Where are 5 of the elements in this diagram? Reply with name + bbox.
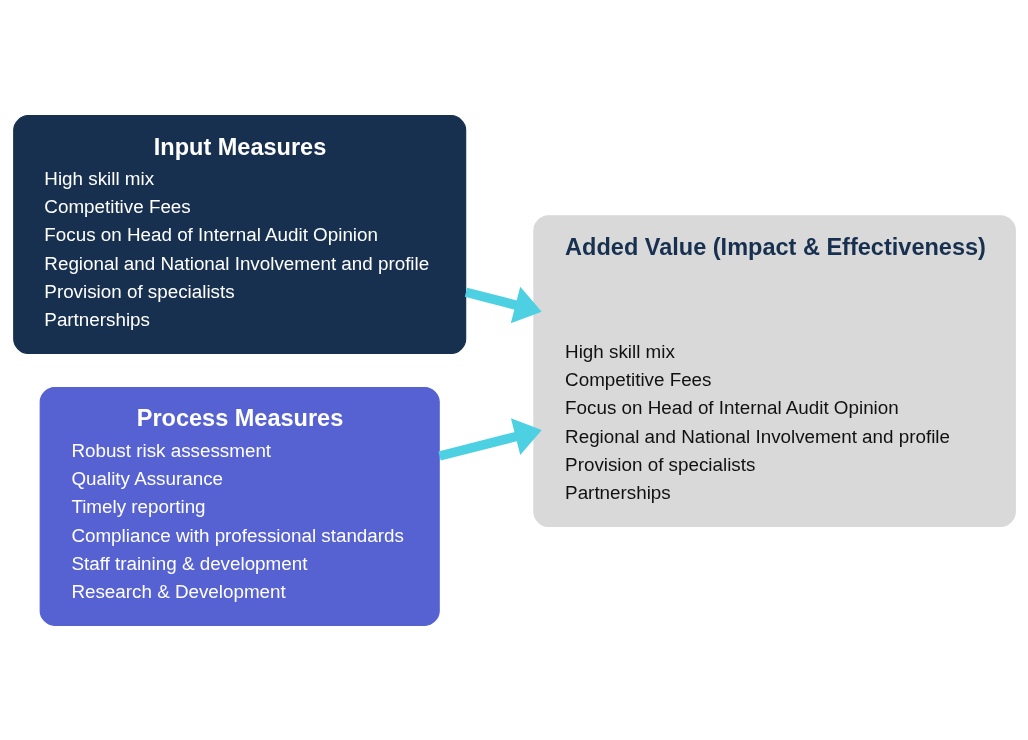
node-box: Process Measures Robust risk assessment Quality Assurance Timely reporting Compliance with professional standards Staff training & development Research & Development xyxy=(39,386,440,626)
node-box: Added Value (Impact & Effectiveness) High skill mix Competitive Fees Focus on Head of Internal Audit Opinion Regional and National Involvement and profile Provision of specialists Partnerships xyxy=(532,214,1016,527)
arrow xyxy=(464,286,542,323)
node-box: Input Measures High skill mix Competitive Fees Focus on Head of Internal Audit Opinion Regional and National Involvement and profile Provision of specialists Partnerships xyxy=(12,114,466,354)
arrow xyxy=(437,417,542,460)
